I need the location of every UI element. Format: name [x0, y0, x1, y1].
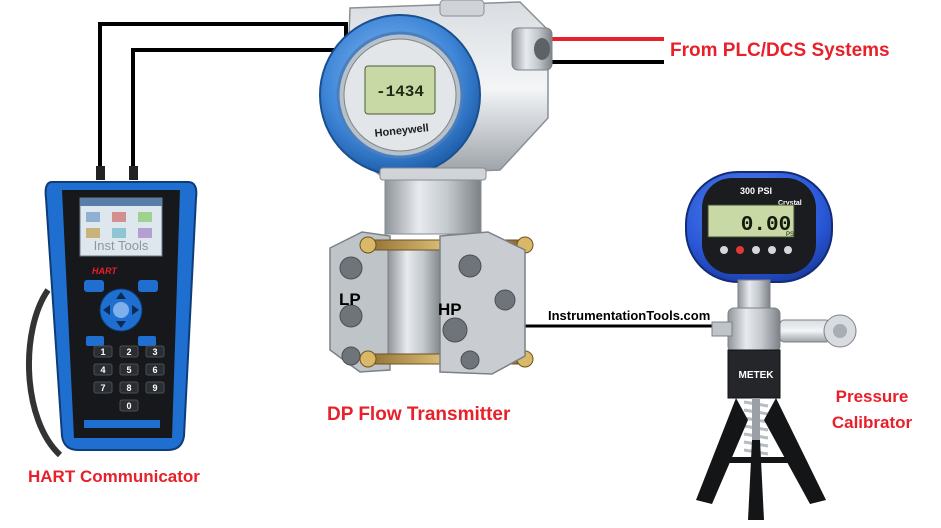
calibrator-unit: PSI	[786, 232, 796, 238]
key-5: 5	[126, 365, 131, 375]
key-0: 0	[126, 401, 131, 411]
key-3: 3	[152, 347, 157, 357]
communicator-label: HART Communicator	[28, 467, 200, 486]
calibrator-lcd	[707, 204, 795, 238]
calibrator-label-line2: Calibrator	[831, 413, 913, 432]
plc-signal-wires	[540, 37, 664, 64]
calibrator-range: 300 PSI	[740, 186, 772, 196]
key-6: 6	[152, 365, 157, 375]
key-2: 2	[126, 347, 131, 357]
left-function-key	[84, 280, 104, 292]
right-function-key	[138, 280, 158, 292]
calibrator-reading: 0.00	[741, 214, 791, 237]
keypad: 1 2 3 4 5 6 7 8 9 0	[93, 345, 165, 412]
key-8: 8	[126, 383, 131, 393]
key-4: 4	[100, 365, 105, 375]
lp-port-label: LP	[339, 290, 361, 309]
transmitter-brand: Honeywell	[374, 122, 429, 140]
calibrator-label-line1: Pressure	[835, 387, 909, 406]
transmitter-label: DP Flow Transmitter	[327, 404, 511, 425]
plc-source-label: From PLC/DCS Systems	[670, 40, 890, 61]
website-label: InstrumentationTools.com	[548, 308, 711, 323]
communicator-screen	[79, 197, 163, 257]
key-1: 1	[100, 347, 105, 357]
enter-key	[113, 302, 129, 318]
pump-brand: METEK	[739, 370, 775, 381]
transmitter-lcd	[364, 65, 436, 115]
pressure-calibrator: 300 PSI Crystal 0.00 PSI METEK	[685, 171, 857, 520]
calibrator-brand: Crystal	[778, 200, 802, 207]
communicator-watermark: Inst Tools	[94, 238, 149, 253]
key-9: 9	[152, 383, 157, 393]
hp-port-label: HP	[438, 300, 462, 319]
communicator-brand: HART	[92, 266, 118, 276]
key-7: 7	[100, 383, 105, 393]
hart-communicator: Inst Tools HART 1 2 3 4 5	[26, 166, 198, 458]
transmitter-reading: -1434	[376, 83, 424, 101]
dp-transmitter: -1434 Honeywell	[319, 0, 553, 375]
